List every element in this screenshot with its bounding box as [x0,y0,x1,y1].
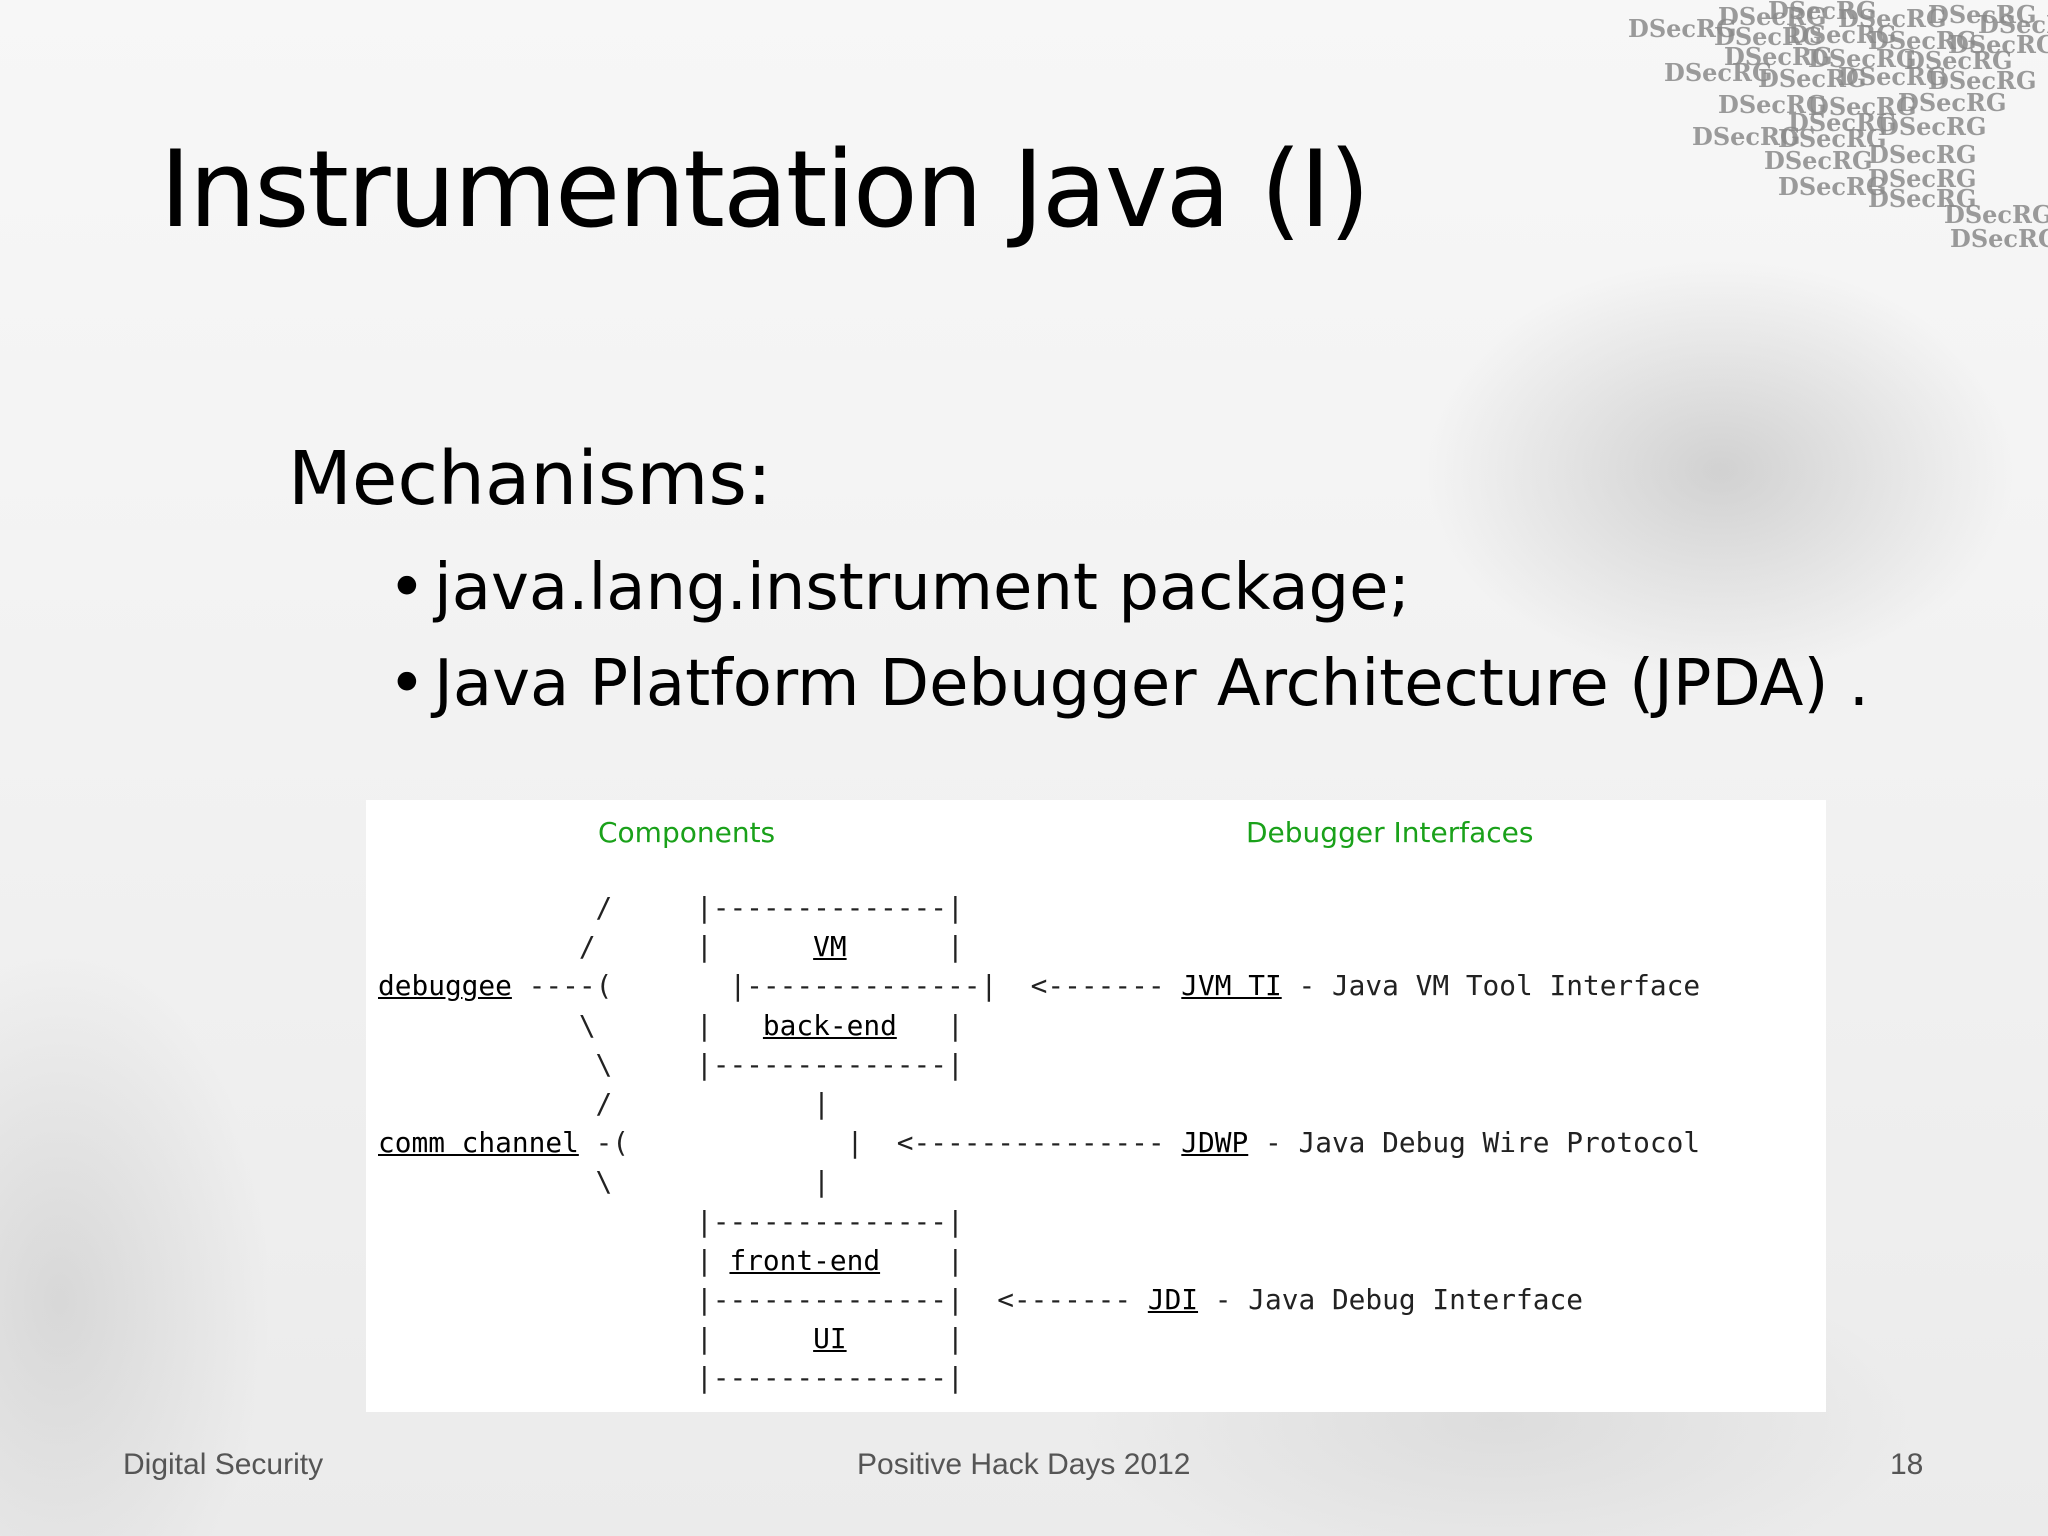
comm-channel-label: comm channel [378,1126,579,1160]
bullet-item: •java.lang.instrument package; [388,540,1869,636]
bullet-item: •Java Platform Debugger Architecture (JP… [388,636,1869,732]
slide-title: Instrumentation Java (I) [159,128,1370,251]
dsecrg-watermark-logo: DSecRG DSecRG DSecRG DSecRG DSecRG DSecR… [1628,0,2048,253]
ui-label: UI [813,1322,847,1356]
bullet-text: java.lang.instrument package; [434,551,1411,625]
footer-center: Positive Hack Days 2012 [857,1448,1191,1481]
jvmti-acronym: JVM TI [1181,969,1282,1003]
bullet-dot-icon: • [388,551,426,625]
footer-left: Digital Security [123,1448,324,1481]
slide-number: 18 [1890,1448,1924,1481]
jdi-desc: Java Debug Interface [1248,1283,1583,1317]
jdi-acronym: JDI [1147,1283,1199,1317]
back-end-label: back-end [762,1008,897,1042]
vm-label: VM [813,930,847,964]
jdwp-acronym: JDWP [1181,1126,1249,1160]
components-header: Components [598,816,776,849]
bullet-dot-icon: • [388,647,426,721]
debuggee-label: debuggee [378,969,512,1003]
ascii-diagram: / |--------------| / | VM | debuggee ---… [378,891,1701,1395]
bullet-text: Java Platform Debugger Architecture (JPD… [434,647,1870,721]
debugger-interfaces-header: Debugger Interfaces [1246,816,1534,849]
mechanisms-heading: Mechanisms: [288,436,772,522]
jdwp-desc: Java Debug Wire Protocol [1298,1126,1701,1160]
bullet-list: •java.lang.instrument package; •Java Pla… [388,540,1869,732]
jvmti-desc: Java VM Tool Interface [1331,969,1701,1003]
front-end-label: front-end [729,1243,881,1277]
jpda-architecture-diagram: Components Debugger Interfaces / |------… [366,800,1826,1412]
